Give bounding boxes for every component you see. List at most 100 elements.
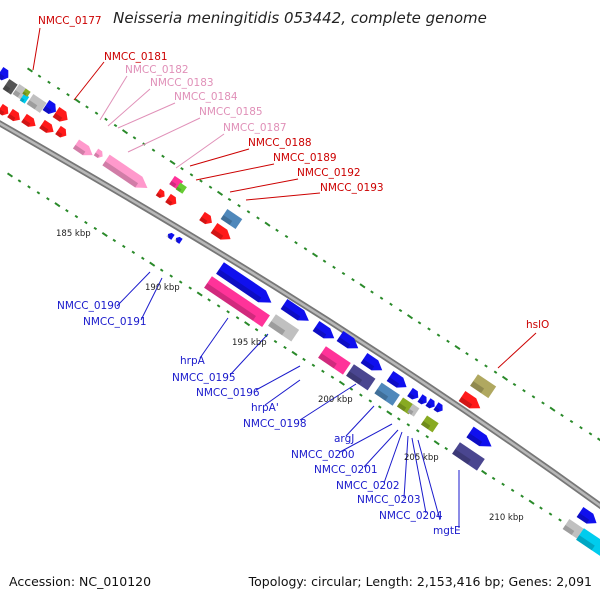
gene-label-nmcc-0190: NMCC_0190 (57, 300, 121, 312)
tick-mark (256, 216, 260, 220)
tick-mark (26, 67, 34, 73)
gene-arrow (360, 353, 383, 371)
gene-arrow (216, 262, 272, 303)
gene-arrow (166, 232, 175, 240)
tick-mark (444, 446, 449, 451)
tick-mark (227, 197, 232, 202)
leader-line (189, 148, 250, 167)
leader-line (175, 133, 225, 169)
gene-label-hrpa-prime: hrpA' (251, 402, 279, 414)
kbp-label-190: 190 kbp (145, 283, 180, 293)
tick-mark (322, 259, 327, 263)
leader-line (73, 61, 105, 101)
gene-label-nmcc-0191: NMCC_0191 (83, 316, 147, 328)
gene-arrow (0, 67, 9, 81)
tick-mark (140, 256, 145, 260)
tick-mark (104, 117, 108, 121)
tick-mark (178, 280, 183, 284)
tick-mark (415, 429, 420, 433)
tick-mark (264, 221, 271, 227)
gene-arrow (0, 103, 9, 116)
tick-mark (121, 244, 126, 249)
accession-text: Accession: NC_010120 (9, 574, 151, 589)
gene-label-nmcc-0195: NMCC_0195 (172, 372, 236, 384)
leader-line (497, 332, 537, 369)
tick-mark (389, 302, 393, 306)
gene-arrow (7, 108, 20, 122)
tick-mark (226, 310, 230, 314)
gene-arrow (210, 223, 231, 240)
tick-mark (359, 393, 363, 397)
leader-line (299, 383, 357, 421)
tick-mark (199, 179, 203, 183)
gene-arrow (576, 507, 597, 524)
tick-mark (377, 405, 382, 409)
tick-mark (321, 369, 325, 373)
gene-box (204, 276, 270, 327)
tick-mark (46, 197, 50, 201)
tick-mark (47, 80, 51, 84)
leader-line (195, 163, 275, 181)
tick-mark (484, 364, 488, 368)
gene-label-nmcc-0202: NMCC_0202 (336, 480, 400, 492)
map-title: Neisseria meningitidis 053442, complete … (113, 9, 487, 27)
gene-box (576, 528, 600, 557)
gene-arrow (165, 193, 177, 206)
gene-arrow (312, 321, 335, 339)
gene-arrow (199, 211, 212, 225)
tick-mark (332, 265, 336, 269)
gene-label-nmcc-0181: NMCC_0181 (104, 51, 168, 63)
gene-label-nmcc-0182: NMCC_0182 (125, 64, 189, 76)
tick-mark (189, 173, 194, 177)
tick-mark (149, 261, 156, 267)
tick-mark (237, 204, 241, 208)
kbp-label-185: 185 kbp (56, 229, 91, 239)
gene-features (0, 67, 600, 557)
gene-box (420, 415, 439, 433)
tick-mark (294, 241, 298, 245)
leader-line (383, 431, 403, 484)
leader-line (107, 88, 151, 127)
tick-mark (291, 350, 298, 356)
gene-box (175, 182, 187, 194)
gene-arrow (42, 100, 56, 115)
gene-arrow (336, 331, 359, 349)
tick-mark (216, 304, 221, 308)
leader-line (116, 271, 151, 307)
tick-mark (436, 333, 441, 337)
gene-arrow (21, 113, 36, 127)
gene-arrow (174, 236, 183, 244)
tick-mark (338, 380, 345, 386)
leader-line (417, 439, 441, 521)
tick-mark (349, 387, 354, 391)
tick-mark (275, 228, 279, 232)
gene-arrow (155, 188, 165, 199)
gene-box (452, 442, 485, 471)
gene-arrow (417, 394, 427, 405)
gene-arrow (433, 402, 443, 413)
tick-mark (216, 190, 224, 196)
tick-mark (121, 129, 129, 135)
leader-line (245, 192, 321, 201)
gene-box (374, 382, 400, 406)
tick-mark (169, 274, 174, 278)
tick-mark (56, 86, 61, 91)
tick-mark (112, 238, 117, 243)
tick-mark (425, 435, 430, 439)
tick-mark (17, 179, 22, 183)
tick-mark (254, 328, 259, 332)
tick-mark (501, 375, 509, 381)
tick-mark (406, 423, 411, 427)
tick-mark (579, 426, 583, 430)
tick-mark (493, 370, 498, 374)
genome-backbone (0, 120, 600, 510)
tick-mark (465, 352, 469, 356)
gene-label-nmcc-0198: NMCC_0198 (243, 418, 307, 430)
tick-mark (101, 231, 108, 238)
tick-mark (330, 375, 335, 379)
leader-line (339, 423, 393, 453)
gene-arrow (458, 391, 481, 409)
gene-box (12, 84, 28, 100)
tick-mark (569, 419, 574, 424)
leader-line (99, 75, 128, 121)
